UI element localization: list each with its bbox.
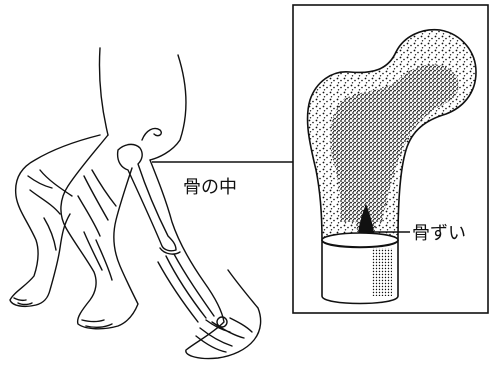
back-foot-toes xyxy=(14,298,32,305)
torso-outline xyxy=(99,48,185,160)
middle-foot-toes xyxy=(82,320,112,327)
hip-curl xyxy=(142,128,161,140)
middle-leg-muscles xyxy=(78,170,116,280)
femur-bone xyxy=(118,144,176,250)
middle-leg xyxy=(61,135,138,329)
legs-illustration xyxy=(10,48,261,359)
bone-interior-label: 骨の中 xyxy=(183,177,237,198)
fibula-bone xyxy=(158,262,198,322)
foot-bones xyxy=(196,318,252,352)
bone-marrow-label: 骨ずい xyxy=(412,223,466,244)
ankle-bone xyxy=(217,317,227,327)
shaft-shading xyxy=(372,248,392,296)
shaft-cut-top xyxy=(322,233,398,247)
